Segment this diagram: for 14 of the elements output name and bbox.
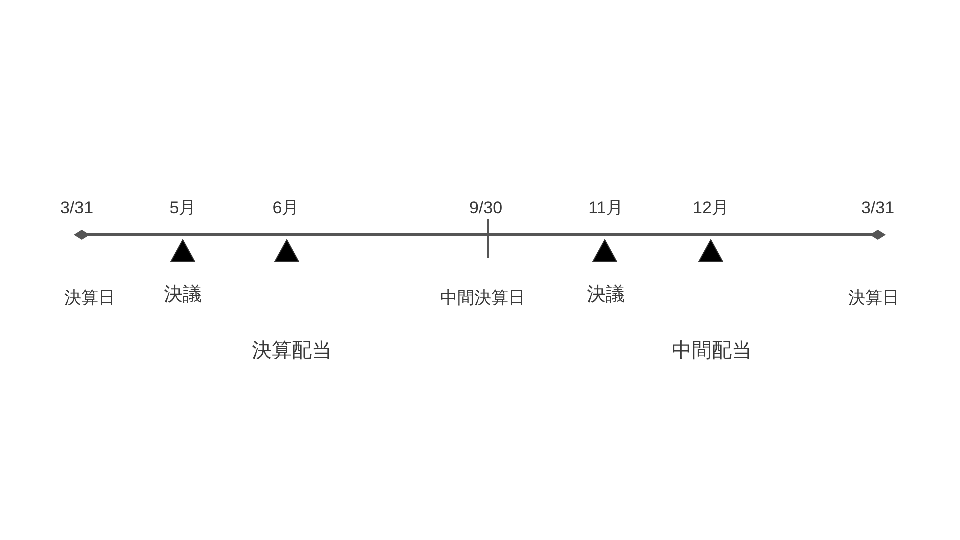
- date-label: 9/30: [469, 200, 503, 218]
- period-label: 決算配当: [252, 340, 332, 362]
- event-label: 決議: [587, 286, 625, 306]
- date-label: 3/31: [861, 200, 895, 218]
- date-label: 11月: [588, 200, 624, 218]
- period-label: 中間配当: [672, 340, 752, 362]
- date-label: 6月: [272, 200, 300, 218]
- event-label: 決議: [164, 286, 202, 306]
- event-label: 中間決算日: [440, 290, 526, 308]
- event-label: 決算日: [848, 290, 900, 308]
- date-label: 12月: [693, 200, 729, 218]
- date-label: 3/31: [60, 200, 94, 218]
- date-label: 5月: [170, 200, 196, 218]
- event-label: 決算日: [64, 290, 116, 308]
